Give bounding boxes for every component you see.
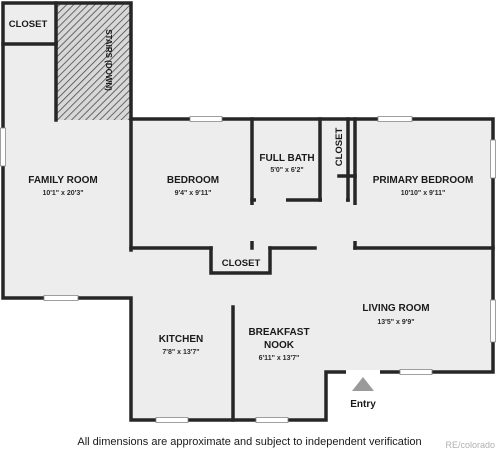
primary-bedroom-dims: 10'10" x 9'11": [401, 190, 446, 197]
closet-top-label: CLOSET: [9, 19, 48, 30]
family-room-dims: 10'1" x 20'3": [42, 190, 83, 197]
kitchen-label: KITCHEN: [159, 334, 203, 345]
closet-hall-label: CLOSET: [222, 258, 261, 269]
entry-doorway: [346, 370, 380, 374]
closet-bath-label: CLOSET: [334, 128, 345, 167]
breakfast-nook-label-line1: BREAKFAST: [248, 327, 309, 338]
breakfast-nook-dims: 6'11" x 13'7": [259, 355, 300, 362]
family-room-label: FAMILY ROOM: [28, 175, 97, 186]
bedroom-label: BEDROOM: [167, 175, 219, 186]
full-bath-dims: 5'0" x 6'2": [270, 167, 303, 174]
entry-label: Entry: [350, 399, 376, 410]
doorways: [220, 198, 357, 250]
kitchen-dims: 7'8" x 13'7": [162, 349, 199, 356]
living-room-label: LIVING ROOM: [362, 303, 429, 314]
breakfast-nook-label-line2: NOOK: [264, 340, 295, 351]
full-bath-label: FULL BATH: [259, 153, 314, 164]
windows: [0, 116, 496, 423]
primary-bedroom-label: PRIMARY BEDROOM: [373, 175, 474, 186]
entry-arrow-icon: [352, 377, 374, 391]
living-room-dims: 13'5" x 9'9": [377, 319, 414, 326]
disclaimer-text: All dimensions are approximate and subje…: [77, 436, 422, 448]
bedroom-dims: 9'4" x 9'11": [175, 190, 212, 197]
stairs-label: STAIRS (DOWN): [104, 29, 113, 91]
stairs-hatch: [56, 4, 130, 120]
brand-watermark: RE/colorado: [445, 440, 495, 450]
